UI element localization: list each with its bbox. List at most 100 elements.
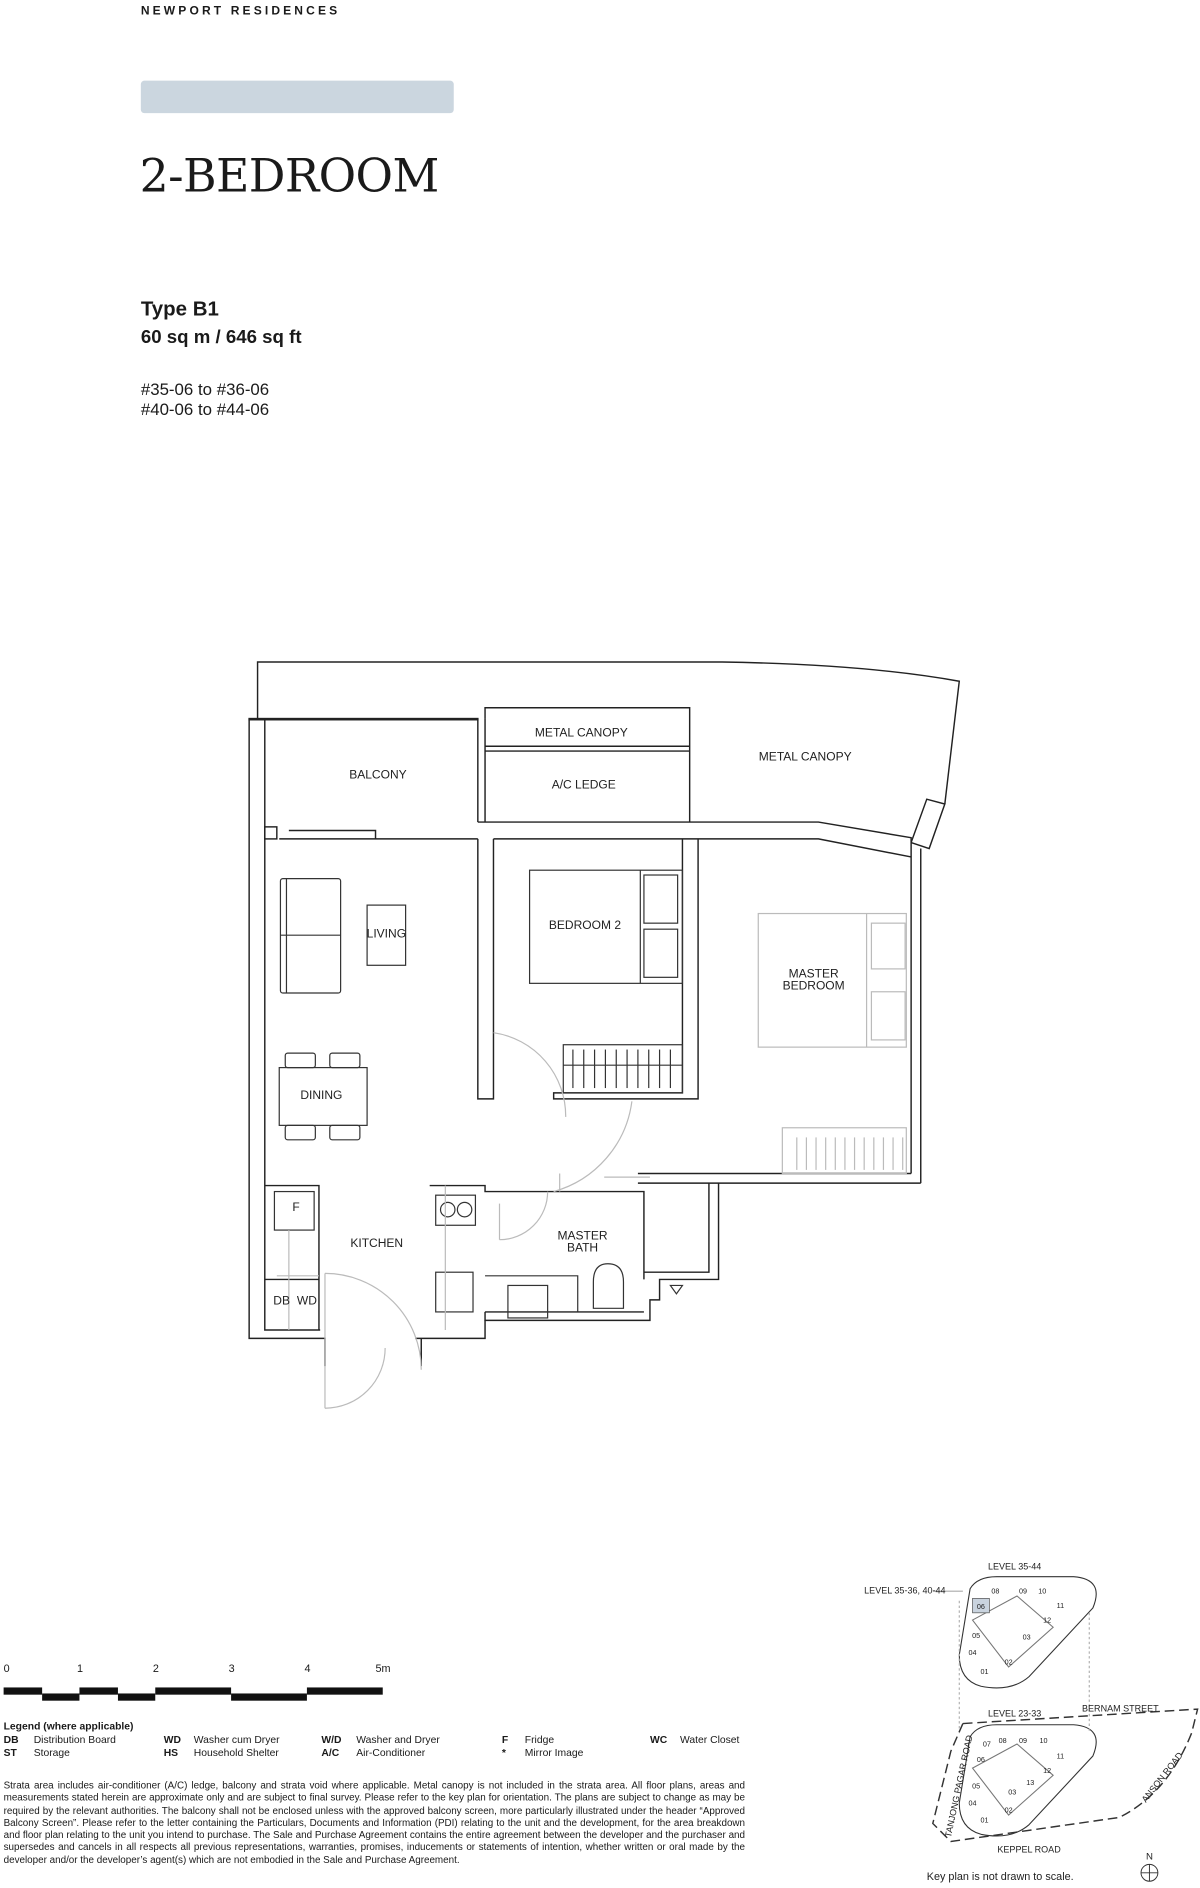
unit-number: 07 [983, 1739, 991, 1748]
unit-number: 11 [1057, 1751, 1065, 1760]
coffee-table [366, 904, 407, 966]
key-plan-upper-outline [958, 1576, 1097, 1689]
road-anson: ANSON ROAD [1140, 1750, 1185, 1804]
site-boundary [931, 1708, 1199, 1843]
key-plan-level-lower: LEVEL 23-33 [988, 1708, 1041, 1718]
unit-number: 09 [1019, 1587, 1027, 1596]
label-metal-canopy: METAL CANOPY [759, 750, 852, 764]
ac-canopy-outline [484, 706, 691, 823]
label-master-bedroom: MASTER [789, 966, 839, 980]
legend-label: Storage [33, 1746, 70, 1759]
label-living: LIVING [367, 927, 406, 941]
unit-number: 08 [991, 1587, 999, 1596]
unit-number: 02 [1005, 1658, 1013, 1667]
key-plan-level-upper: LEVEL 35-44 [988, 1561, 1041, 1571]
brand-name: NEWPORT RESIDENCES [140, 4, 341, 19]
unit-type: Type B1 [140, 297, 219, 321]
disclaimer: Strata area includes air-conditioner (A/… [3, 1780, 746, 1866]
unit-number: 03 [1008, 1788, 1016, 1797]
door-swing-master [553, 1101, 633, 1193]
wardrobe-bedroom-2 [562, 1044, 684, 1094]
legend-code: F [501, 1733, 509, 1746]
kitchen-sink [435, 1271, 474, 1313]
unit-number: 01 [981, 1667, 989, 1676]
unit-number: 06 [977, 1755, 985, 1764]
key-plan-lower-outline [958, 1724, 1097, 1837]
master-wardrobe [781, 1127, 907, 1175]
unit-number: 02 [1005, 1806, 1013, 1815]
page-title: 2-BEDROOM [139, 149, 440, 203]
door-swing-entrance [324, 1272, 422, 1370]
scale-label: 3 [228, 1662, 235, 1675]
label-metal-canopy: METAL CANOPY [535, 726, 628, 740]
unit-range: #35-06 to #36-06 [140, 379, 270, 399]
room-labels: METAL CANOPY METAL CANOPY BALCONY A/C LE… [273, 726, 851, 1308]
toilet [592, 1263, 625, 1309]
unit-number: 05 [972, 1631, 980, 1640]
unit-number: 03 [1023, 1632, 1031, 1641]
legend-code: W/D [321, 1733, 342, 1746]
legend-label: Mirror Image [524, 1746, 584, 1759]
road-tanjong-pagar: TANJONG PAGAR ROAD [943, 1734, 975, 1839]
unit-area: 60 sq m / 646 sq ft [140, 327, 302, 348]
scale-bar [3, 1687, 383, 1701]
unit-number: 12 [1043, 1615, 1051, 1624]
hob [435, 1194, 477, 1226]
master-bed [757, 912, 907, 1048]
legend-code: DB [3, 1733, 19, 1746]
label-db: DB [273, 1294, 290, 1308]
key-plan: LEVEL 35-44 LEVEL 35-36, 40-44 LEVEL 23-… [864, 1561, 1199, 1883]
unit-number: 10 [1038, 1587, 1046, 1596]
road-keppel: KEPPEL ROAD [997, 1844, 1061, 1854]
label-balcony: BALCONY [349, 768, 406, 782]
unit-number: 04 [968, 1798, 976, 1807]
unit-number: 08 [999, 1736, 1007, 1745]
scale-label: 0 [3, 1662, 10, 1675]
dining-table [278, 1066, 368, 1126]
label-master-bedroom: BEDROOM [783, 978, 845, 992]
legend-code: A/C [321, 1746, 340, 1759]
door-swing-bedroom-2 [493, 1032, 567, 1117]
legend-code: WD [163, 1733, 181, 1746]
compass-label: N [1146, 1852, 1153, 1863]
unit-number: 04 [968, 1648, 976, 1657]
bed-bedroom-2 [528, 869, 684, 984]
unit-number: 10 [1040, 1736, 1048, 1745]
unit-number: 01 [981, 1815, 989, 1824]
unit-number: 12 [1043, 1766, 1051, 1775]
label-fridge: F [292, 1200, 299, 1214]
fridge [273, 1190, 315, 1231]
legend-label: Air-Conditioner [356, 1746, 426, 1759]
legend-code: ST [3, 1746, 17, 1759]
key-plan-note: Key plan is not drawn to scale. [927, 1871, 1074, 1883]
accent-bar [140, 80, 454, 114]
legend-label: Fridge [524, 1733, 555, 1746]
road-bernam: BERNAM STREET [1082, 1704, 1159, 1714]
legend-label: Washer cum Dryer [193, 1733, 280, 1746]
label-bedroom-2: BEDROOM 2 [549, 918, 621, 932]
unit-number: 13 [1026, 1778, 1034, 1787]
label-ac-ledge: A/C LEDGE [552, 777, 616, 791]
compass-icon [1140, 1863, 1159, 1882]
unit-number: 11 [1057, 1601, 1065, 1610]
bath-basin [507, 1284, 549, 1319]
label-master-bath: BATH [567, 1241, 598, 1255]
scale-label: 2 [152, 1662, 159, 1675]
metal-canopy-outline [256, 661, 961, 805]
unit-number: 09 [1019, 1736, 1027, 1745]
label-kitchen: KITCHEN [350, 1236, 403, 1250]
legend-code: WC [649, 1733, 668, 1746]
scale-label: 5m [375, 1662, 391, 1675]
label-master-bath: MASTER [558, 1229, 608, 1243]
legend-label: Household Shelter [193, 1746, 279, 1759]
legend-label: Water Closet [680, 1733, 740, 1746]
unit-range: #40-06 to #44-06 [140, 399, 270, 419]
label-wd: WD [297, 1294, 317, 1308]
legend-label: Distribution Board [33, 1733, 116, 1746]
legend-label: Washer and Dryer [356, 1733, 440, 1746]
key-plan-level-sub: LEVEL 35-36, 40-44 [864, 1586, 945, 1596]
light-furniture [276, 912, 907, 1409]
unit-number: 06 [977, 1602, 985, 1611]
scale-label: 4 [304, 1662, 311, 1675]
